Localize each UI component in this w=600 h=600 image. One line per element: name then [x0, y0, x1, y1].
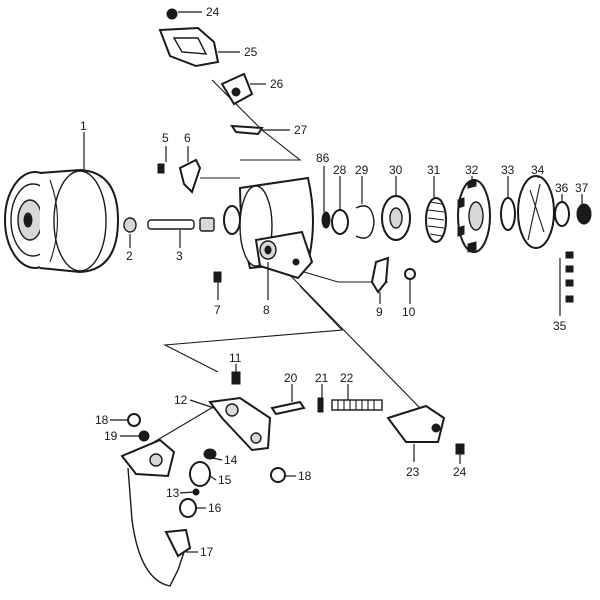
part-29-clip — [355, 205, 375, 239]
callout-25: 25 — [244, 45, 258, 59]
callout-11: 11 — [229, 351, 242, 365]
callout-leader-lines — [83, 11, 583, 553]
part-26-roller — [220, 72, 254, 106]
part-24-bottom-screw — [455, 443, 465, 455]
part-22-spring — [331, 399, 383, 411]
callout-34: 34 — [531, 163, 545, 177]
callout-15: 15 — [218, 473, 232, 487]
part-34-drag-plate — [517, 175, 555, 249]
part-8-reel-body — [223, 176, 314, 280]
callout-19: 19 — [104, 429, 118, 443]
part-19-bracket — [120, 430, 176, 478]
callout-33: 33 — [501, 163, 515, 177]
part-14-nut — [203, 448, 217, 460]
part-24-top-screw — [166, 8, 178, 20]
part-17-bail-arm — [127, 467, 192, 587]
callout-8: 8 — [263, 303, 270, 317]
callout-35: 35 — [553, 319, 567, 333]
callout-5: 5 — [162, 131, 169, 145]
part-27-pin — [230, 124, 264, 136]
callout-18-left: 18 — [95, 413, 109, 427]
callout-32: 32 — [465, 163, 479, 177]
part-33-washer — [500, 197, 516, 231]
part-11-screw — [231, 371, 241, 385]
callout-6: 6 — [184, 131, 191, 145]
callout-20: 20 — [284, 371, 298, 385]
callout-30: 30 — [389, 163, 403, 177]
part-3-shaft — [147, 217, 215, 232]
callout-3: 3 — [176, 249, 183, 263]
part-5-screw — [157, 163, 165, 174]
callout-86: 86 — [316, 151, 330, 165]
part-31-spring — [425, 197, 447, 243]
part-21-pin — [317, 397, 324, 413]
callout-28: 28 — [333, 163, 347, 177]
callout-9: 9 — [376, 305, 383, 319]
callout-labels: 1 2 3 5 6 7 8 9 10 11 12 13 14 15 16 17 … — [80, 5, 589, 559]
part-spool — [4, 168, 120, 274]
part-25-bail-wire — [158, 26, 220, 68]
part-2-knob — [123, 217, 137, 233]
part-37-nut — [576, 203, 592, 225]
callout-37: 37 — [575, 181, 589, 195]
callout-26: 26 — [270, 77, 284, 91]
part-16-nut — [179, 498, 197, 518]
callout-2: 2 — [126, 249, 133, 263]
callout-17: 17 — [200, 545, 214, 559]
callout-12: 12 — [174, 393, 188, 407]
part-30-pinion — [381, 195, 411, 241]
part-18-knob-right — [270, 467, 286, 483]
callout-36: 36 — [555, 181, 569, 195]
callout-1: 1 — [80, 119, 87, 133]
part-32-gear — [457, 179, 491, 253]
part-10-nut — [404, 268, 416, 280]
part-35-screws — [565, 251, 574, 303]
part-15-knob — [189, 461, 211, 487]
part-6-bail-arm — [178, 158, 202, 194]
callout-29: 29 — [355, 163, 369, 177]
callout-31: 31 — [427, 163, 441, 177]
callout-10: 10 — [402, 305, 416, 319]
part-23-cover — [386, 404, 446, 443]
part-9-lever — [370, 256, 390, 294]
callout-24-top: 24 — [206, 5, 220, 19]
part-86-washer — [321, 211, 331, 229]
part-28-collar — [331, 209, 349, 235]
part-7-screw — [213, 271, 222, 283]
callout-27: 27 — [294, 123, 308, 137]
callout-16: 16 — [208, 501, 222, 515]
callout-14: 14 — [224, 453, 238, 467]
callout-23: 23 — [406, 465, 420, 479]
part-12-arm — [208, 396, 272, 452]
part-18-knob-left — [127, 413, 141, 427]
callout-22: 22 — [340, 371, 354, 385]
callout-7: 7 — [214, 303, 221, 317]
callout-24-bottom: 24 — [453, 465, 467, 479]
part-20-clip — [270, 400, 306, 416]
callout-13: 13 — [166, 486, 180, 500]
callout-18-right: 18 — [298, 469, 312, 483]
callout-21: 21 — [315, 371, 329, 385]
part-36-washer — [554, 201, 570, 227]
